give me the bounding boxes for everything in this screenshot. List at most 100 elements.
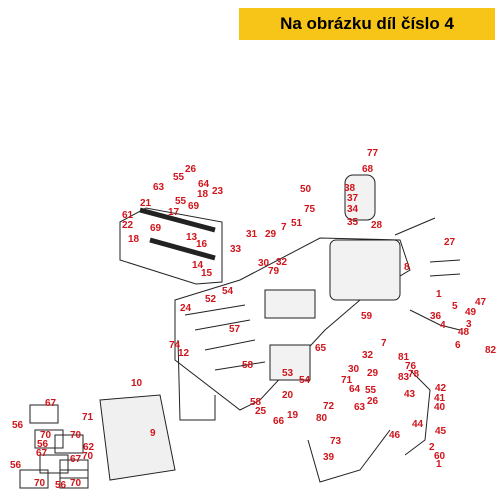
part-callout: 37 [347, 193, 359, 204]
part-callout: 70 [70, 430, 82, 441]
part-callout: 56 [37, 439, 49, 450]
part-callout: 52 [205, 294, 217, 305]
cylinder-head [329, 239, 401, 301]
part-callout: 63 [153, 182, 165, 193]
clip [29, 404, 59, 424]
part-callout: 41 [434, 393, 446, 404]
part-callout: 23 [212, 186, 224, 197]
shift-lever [409, 309, 461, 331]
part-callout: 54 [299, 375, 311, 386]
part-callout: 27 [444, 237, 456, 248]
valve-stem [394, 217, 436, 236]
part-callout: 42 [435, 383, 447, 394]
part-callout: 24 [180, 303, 192, 314]
part-callout: 45 [435, 426, 447, 437]
part-callout: 33 [230, 244, 242, 255]
part-callout: 72 [323, 401, 335, 412]
part-callout: 34 [347, 204, 359, 215]
part-callout: 55 [173, 172, 185, 183]
part-number-banner: Na obrázku díl číslo 4 [239, 8, 495, 40]
part-callout: 70 [34, 478, 46, 489]
part-callout: 67 [45, 398, 57, 409]
part-callout: 62 [83, 442, 95, 453]
part-callout: 31 [246, 229, 258, 240]
part-callout: 70 [70, 478, 82, 489]
clip [19, 469, 49, 489]
part-callout: 71 [341, 375, 353, 386]
part-callout: 32 [276, 257, 288, 268]
part-callout: 79 [268, 266, 280, 277]
part-callout: 26 [185, 164, 197, 175]
part-callout: 74 [169, 340, 181, 351]
chain-guide [307, 429, 391, 483]
valve-stem [429, 259, 461, 263]
part-callout: 58 [242, 360, 254, 371]
clip [34, 429, 64, 449]
part-callout: 81 [398, 352, 410, 363]
part-callout: 75 [304, 204, 316, 215]
clip [54, 434, 84, 454]
part-callout: 43 [404, 389, 416, 400]
camshaft-bottom [149, 237, 216, 261]
part-callout: 7 [381, 338, 387, 349]
part-callout: 50 [300, 184, 312, 195]
part-callout: 55 [175, 196, 187, 207]
part-callout: 20 [282, 390, 294, 401]
part-callout: 61 [122, 210, 134, 221]
throttle-body [344, 174, 376, 221]
part-callout: 56 [12, 420, 24, 431]
part-callout: 67 [70, 454, 82, 465]
part-callout: 32 [362, 350, 374, 361]
part-callout: 4 [440, 320, 446, 331]
clip [59, 459, 89, 479]
cam-assembly-outline [119, 207, 223, 285]
part-callout: 14 [192, 260, 204, 271]
tensioner-arm [404, 369, 431, 456]
rocker-block-lower [269, 344, 311, 381]
part-callout: 47 [475, 297, 487, 308]
part-callout: 15 [201, 268, 213, 279]
part-callout: 25 [255, 406, 267, 417]
part-callout: 83 [398, 372, 410, 383]
part-callout: 82 [485, 345, 497, 356]
part-callout: 51 [291, 218, 303, 229]
part-callout: 18 [197, 189, 209, 200]
camshaft-top [139, 207, 216, 233]
part-callout: 10 [131, 378, 143, 389]
rocker-block [264, 289, 316, 319]
part-callout: 2 [429, 442, 435, 453]
part-callout: 69 [188, 201, 200, 212]
part-callout: 30 [348, 364, 360, 375]
part-callout: 13 [186, 232, 198, 243]
part-callout: 17 [168, 207, 180, 218]
part-callout: 39 [323, 452, 335, 463]
part-callout: 64 [349, 384, 361, 395]
part-callout: 58 [250, 397, 262, 408]
valve-bolt [184, 304, 246, 316]
part-callout: 57 [229, 324, 241, 335]
head-gasket [177, 339, 216, 421]
part-callout: 28 [371, 220, 383, 231]
part-callout: 54 [222, 286, 234, 297]
part-callout: 48 [458, 327, 470, 338]
part-callout: 76 [405, 361, 417, 372]
part-callout: 1 [436, 459, 442, 470]
valve-bolt [214, 361, 266, 371]
part-callout: 70 [40, 430, 52, 441]
part-callout: 55 [365, 385, 377, 396]
crankcase-cover [99, 394, 176, 481]
part-callout: 56 [55, 480, 67, 491]
part-callout: 73 [330, 436, 342, 447]
part-callout: 21 [140, 198, 152, 209]
clip [39, 454, 69, 474]
part-callout: 22 [122, 220, 134, 231]
part-callout: 26 [367, 396, 379, 407]
part-callout: 6 [455, 340, 461, 351]
valve-bolt [194, 319, 251, 331]
part-callout: 29 [367, 368, 379, 379]
clip [59, 469, 89, 489]
part-callout: 70 [82, 451, 94, 462]
part-callout: 78 [408, 369, 420, 380]
